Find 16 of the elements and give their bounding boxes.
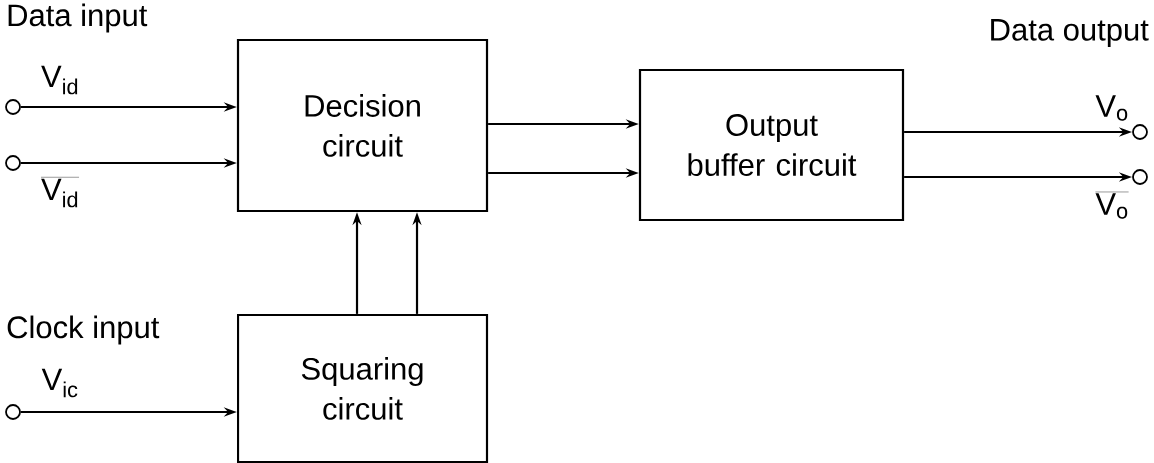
- terminal-label: V$_{id}$: [40, 177, 80, 208]
- circuit-box: Output buffer circuit: [638, 68, 905, 222]
- terminal-circle: [5, 99, 21, 115]
- port-label: Clock input: [7, 315, 160, 345]
- terminal-circle: [1132, 169, 1148, 185]
- terminal-circle: [5, 155, 21, 171]
- terminal-label: V$_{ic}$: [41, 368, 78, 398]
- terminal-label: V$_{o}$: [1095, 95, 1128, 121]
- port-label: Data output: [991, 19, 1149, 47]
- terminal-circle: [1132, 124, 1148, 140]
- terminal-circle: [5, 404, 21, 420]
- circuit-box: Decision circuit: [236, 38, 489, 213]
- circuit-box: Squaring circuit: [236, 313, 489, 463]
- terminal-label: V$_{id}$: [41, 65, 78, 95]
- port-label: Data input: [8, 3, 148, 33]
- terminal-label: V$_{o}$: [1095, 191, 1129, 219]
